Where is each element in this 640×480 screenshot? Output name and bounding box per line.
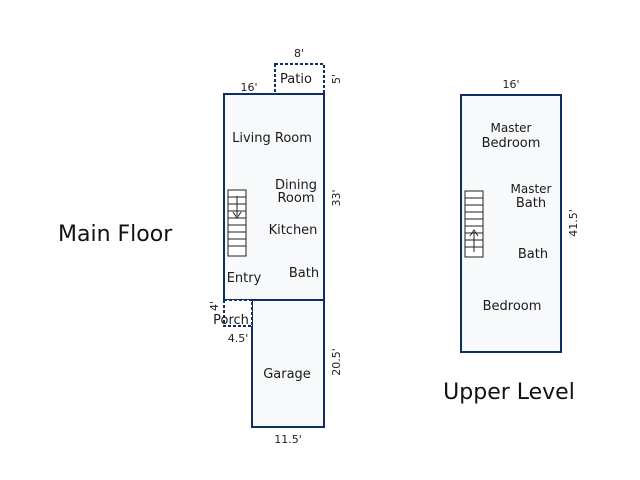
garage-label: Garage: [263, 367, 311, 382]
entry-label: Entry: [227, 271, 262, 286]
patio-depth-dim: 5': [330, 74, 343, 84]
dining-room-label-1: Dining: [275, 178, 317, 193]
main-stairs: [227, 189, 247, 257]
stairs-down-arrow-icon: [232, 211, 242, 219]
porch-label: Porch: [213, 313, 249, 328]
upper-stairs: [464, 190, 484, 258]
porch-depth-dim: 4': [208, 301, 221, 311]
kitchen-label: Kitchen: [269, 223, 318, 238]
patio-outline: [274, 63, 325, 95]
dining-room-label-2: Room: [277, 191, 314, 206]
garage-height-dim: 20.5': [330, 348, 343, 376]
bedroom-label: Bedroom: [483, 299, 542, 314]
main-height-dim: 33': [330, 189, 343, 206]
master-bath-label-2: Bath: [516, 196, 546, 211]
master-bath-label-1: Master: [511, 182, 552, 196]
upper-width-dim: 16': [502, 78, 519, 91]
patio-width-dim: 8': [294, 47, 304, 60]
stairs-up-arrow-icon: [469, 229, 479, 237]
bath-label: Bath: [289, 266, 319, 281]
master-bedroom-label-1: Master: [491, 121, 532, 135]
living-room-label: Living Room: [232, 131, 312, 146]
main-width-dim: 16': [240, 81, 257, 94]
upper-bath-label: Bath: [518, 247, 548, 262]
main-floor-title: Main Floor: [58, 222, 173, 247]
patio-label: Patio: [280, 72, 312, 87]
porch-width-dim: 4.5': [228, 332, 249, 345]
master-bedroom-label-2: Bedroom: [482, 136, 541, 151]
upper-height-dim: 41.5': [567, 209, 580, 237]
porch-outline: [223, 299, 253, 327]
garage-outline: [251, 299, 325, 428]
garage-width-dim: 11.5': [274, 433, 302, 446]
upper-level-title: Upper Level: [443, 380, 575, 405]
